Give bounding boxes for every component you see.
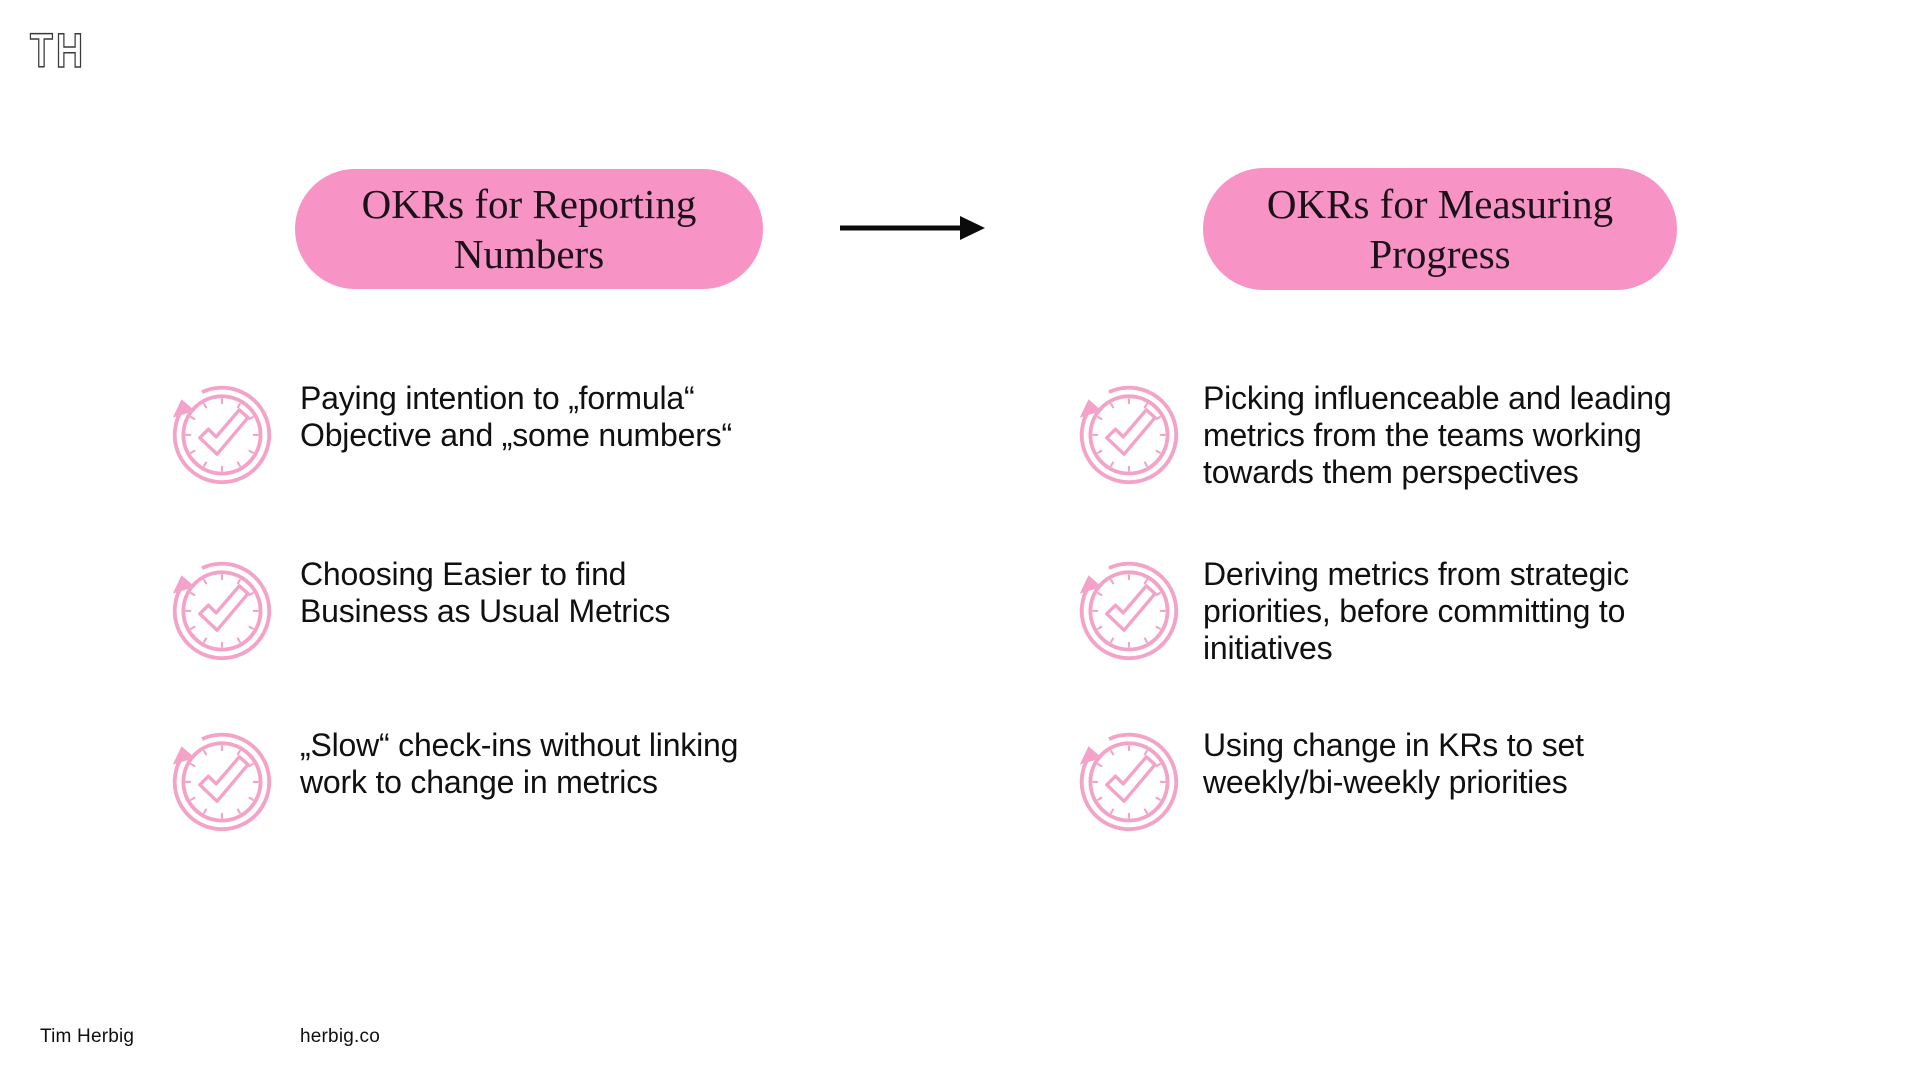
item-text: Picking influenceable and leading metric… xyxy=(1203,380,1672,490)
item-text: „Slow“ check-ins without linking work to… xyxy=(300,727,739,800)
clock-check-icon xyxy=(1064,370,1194,500)
clock-check-icon xyxy=(157,717,287,847)
item-text: Using change in KRs to set weekly/bi-wee… xyxy=(1203,727,1584,800)
clock-check-icon xyxy=(157,546,287,676)
clock-check-icon xyxy=(1064,546,1194,676)
list-item: Picking influenceable and leading metric… xyxy=(1064,370,1672,500)
list-item: „Slow“ check-ins without linking work to… xyxy=(157,717,739,847)
list-item: Using change in KRs to set weekly/bi-wee… xyxy=(1064,717,1584,847)
item-text: Paying intention to „formula“ Objective … xyxy=(300,380,732,453)
item-text: Deriving metrics from strategic prioriti… xyxy=(1203,556,1629,666)
pill-okrs-measuring-progress: OKRs for Measuring Progress xyxy=(1203,168,1677,290)
item-text: Choosing Easier to find Business as Usua… xyxy=(300,556,671,629)
clock-check-icon xyxy=(1064,717,1194,847)
list-item: Deriving metrics from strategic prioriti… xyxy=(1064,546,1629,676)
right-arrow-icon xyxy=(840,216,985,240)
clock-check-icon xyxy=(157,370,287,500)
pill-okrs-reporting-numbers: OKRs for Reporting Numbers xyxy=(295,169,763,289)
footer-author: Tim Herbig xyxy=(40,1026,135,1047)
footer-website: herbig.co xyxy=(300,1026,380,1047)
list-item: Paying intention to „formula“ Objective … xyxy=(157,370,732,500)
th-logo: TH xyxy=(29,24,87,79)
list-item: Choosing Easier to find Business as Usua… xyxy=(157,546,671,676)
